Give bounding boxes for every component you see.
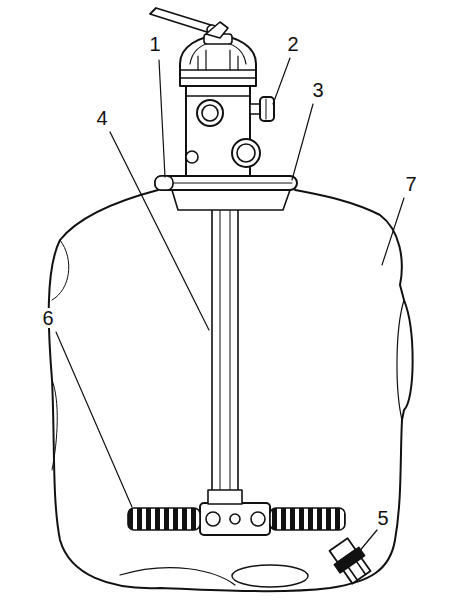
callout-number: 5 [376, 508, 389, 528]
leader-lines [56, 58, 404, 553]
callout-number: 1 [148, 34, 161, 54]
callout-number: 7 [404, 174, 417, 194]
callout-number: 3 [311, 80, 324, 100]
callout-number: 2 [286, 34, 299, 54]
callout-number: 4 [95, 108, 108, 128]
callout-number: 6 [41, 308, 54, 328]
